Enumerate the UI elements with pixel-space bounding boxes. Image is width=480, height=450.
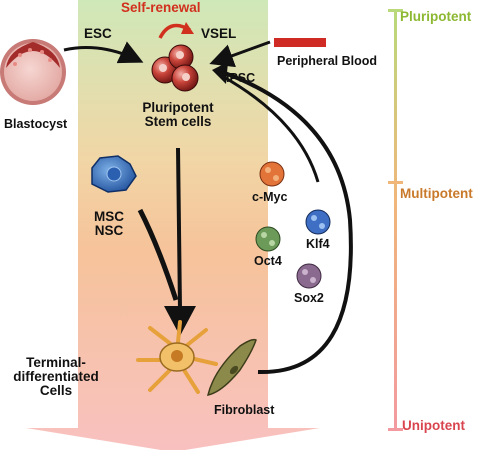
terminal-line-1: Terminal- bbox=[26, 355, 86, 370]
msc-nsc-cell-icon bbox=[91, 155, 137, 193]
oct4-label: Oct4 bbox=[254, 254, 282, 268]
c-myc-factor-icon bbox=[259, 161, 285, 187]
klf4-label: Klf4 bbox=[306, 237, 330, 251]
pluripotent-stem-cells-label: Pluripotent Stem cells bbox=[123, 100, 233, 130]
pluripotent-stem-cells-line-2: Stem cells bbox=[144, 114, 212, 130]
scale-multipotent-label: Multipotent bbox=[400, 186, 473, 201]
c-myc-label: c-Myc bbox=[252, 190, 288, 204]
msc-label: MSC bbox=[94, 209, 124, 224]
esc-label: ESC bbox=[84, 26, 112, 41]
scale-pluripotent-label: Pluripotent bbox=[400, 9, 472, 24]
klf4-factor-icon bbox=[305, 209, 331, 235]
sox2-label: Sox2 bbox=[294, 291, 324, 305]
self-renewal-label: Self-renewal bbox=[121, 0, 201, 15]
pluripotent-stem-cells-line-1: Pluripotent bbox=[142, 100, 214, 115]
nsc-label: NSC bbox=[94, 223, 124, 239]
peripheral-blood-tube-icon bbox=[274, 38, 326, 47]
scale-unipotent-label: Unipotent bbox=[402, 418, 465, 433]
terminal-differentiated-label: Terminal- differentiated Cells bbox=[0, 355, 112, 399]
terminal-differentiated-cell-icon bbox=[136, 320, 218, 394]
sox2-factor-icon bbox=[296, 263, 322, 289]
blastocyst-label: Blastocyst bbox=[4, 117, 68, 131]
potency-scale-bar bbox=[388, 9, 403, 431]
fibroblast-icon bbox=[206, 338, 257, 396]
fibroblast-label: Fibroblast bbox=[214, 403, 275, 417]
oct4-factor-icon bbox=[255, 226, 281, 252]
peripheral-blood-label: Peripheral Blood bbox=[277, 54, 378, 68]
blastocyst-icon bbox=[0, 39, 66, 105]
msc-nsc-label: MSC NSC bbox=[89, 209, 129, 239]
potency-gradient-arrow bbox=[26, 0, 320, 450]
pluripotent-stem-cells-icon bbox=[151, 44, 199, 92]
vsel-label: VSEL bbox=[201, 26, 237, 41]
terminal-line-3: Cells bbox=[39, 383, 73, 399]
ipsc-label: iPSC bbox=[226, 71, 256, 85]
terminal-line-2: differentiated bbox=[13, 369, 99, 385]
